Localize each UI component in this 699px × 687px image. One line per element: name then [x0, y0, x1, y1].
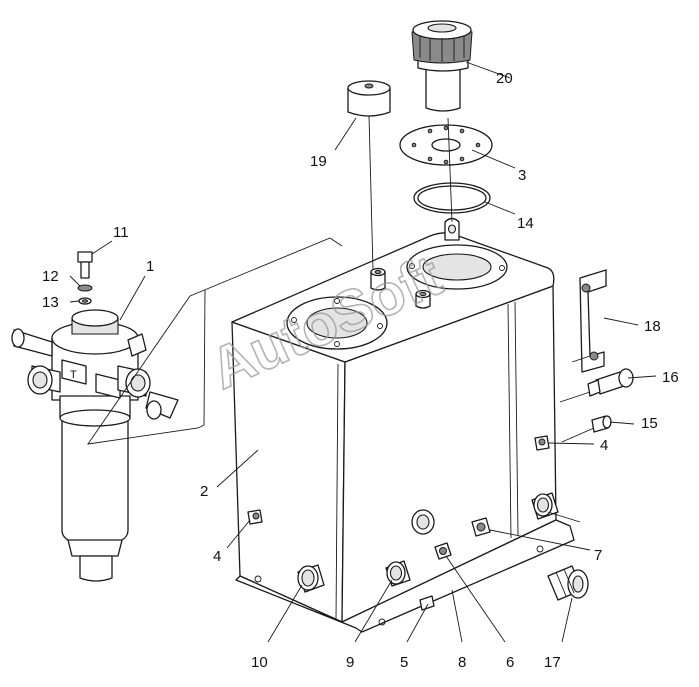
callout-10: 10	[251, 654, 268, 671]
ring-fitting-7a	[411, 509, 435, 535]
cap-19	[347, 80, 391, 271]
filter-assembly: T	[11, 309, 179, 582]
top-boss-left	[370, 267, 386, 291]
callout-15: 15	[641, 415, 658, 432]
pipe-9	[385, 560, 411, 587]
fitting-15	[591, 415, 612, 433]
bolt-11	[77, 251, 93, 279]
callout-19: 19	[310, 153, 327, 170]
plug-4-right	[534, 435, 550, 451]
callout-5: 5	[400, 654, 408, 671]
callout-11: 11	[113, 224, 129, 241]
callout-20: 20	[496, 70, 513, 87]
plug-7b	[471, 517, 491, 537]
callout-16: 16	[662, 369, 679, 386]
callout-13: 13	[42, 294, 59, 311]
washer-13	[78, 297, 92, 305]
svg-text:T: T	[70, 369, 77, 381]
callout-17: 17	[544, 654, 561, 671]
washer-12	[77, 284, 93, 292]
callout-3: 3	[518, 167, 526, 184]
plug-4-left	[247, 509, 263, 525]
callout-18: 18	[644, 318, 661, 335]
callout-4-left: 4	[213, 548, 221, 565]
callout-6: 6	[506, 654, 514, 671]
sight-gauge-18	[579, 269, 607, 373]
callout-labels: 20 19 3 14 11 1 12 13 18 16 15 4 2 4 7 1…	[42, 70, 679, 671]
callout-4-right: 4	[600, 437, 608, 454]
callout-9: 9	[346, 654, 354, 671]
fitting-16	[587, 368, 634, 397]
callout-12: 12	[42, 268, 59, 285]
flange-plate-3	[399, 124, 493, 166]
filter-bracket-outline	[87, 237, 343, 445]
callout-14: 14	[517, 215, 534, 232]
tank-body	[231, 217, 575, 633]
pipe-10	[297, 564, 325, 593]
top-boss-right	[415, 289, 431, 309]
fitting-17	[547, 565, 589, 601]
plug-6	[434, 542, 452, 560]
callout-7: 7	[594, 547, 602, 564]
leader-lines	[69, 61, 657, 643]
gasket-14	[413, 117, 491, 223]
callout-2: 2	[200, 483, 208, 500]
callout-1: 1	[146, 258, 154, 275]
breather-20	[411, 20, 473, 112]
pipe-right-tank	[531, 492, 559, 520]
callout-8: 8	[458, 654, 466, 671]
